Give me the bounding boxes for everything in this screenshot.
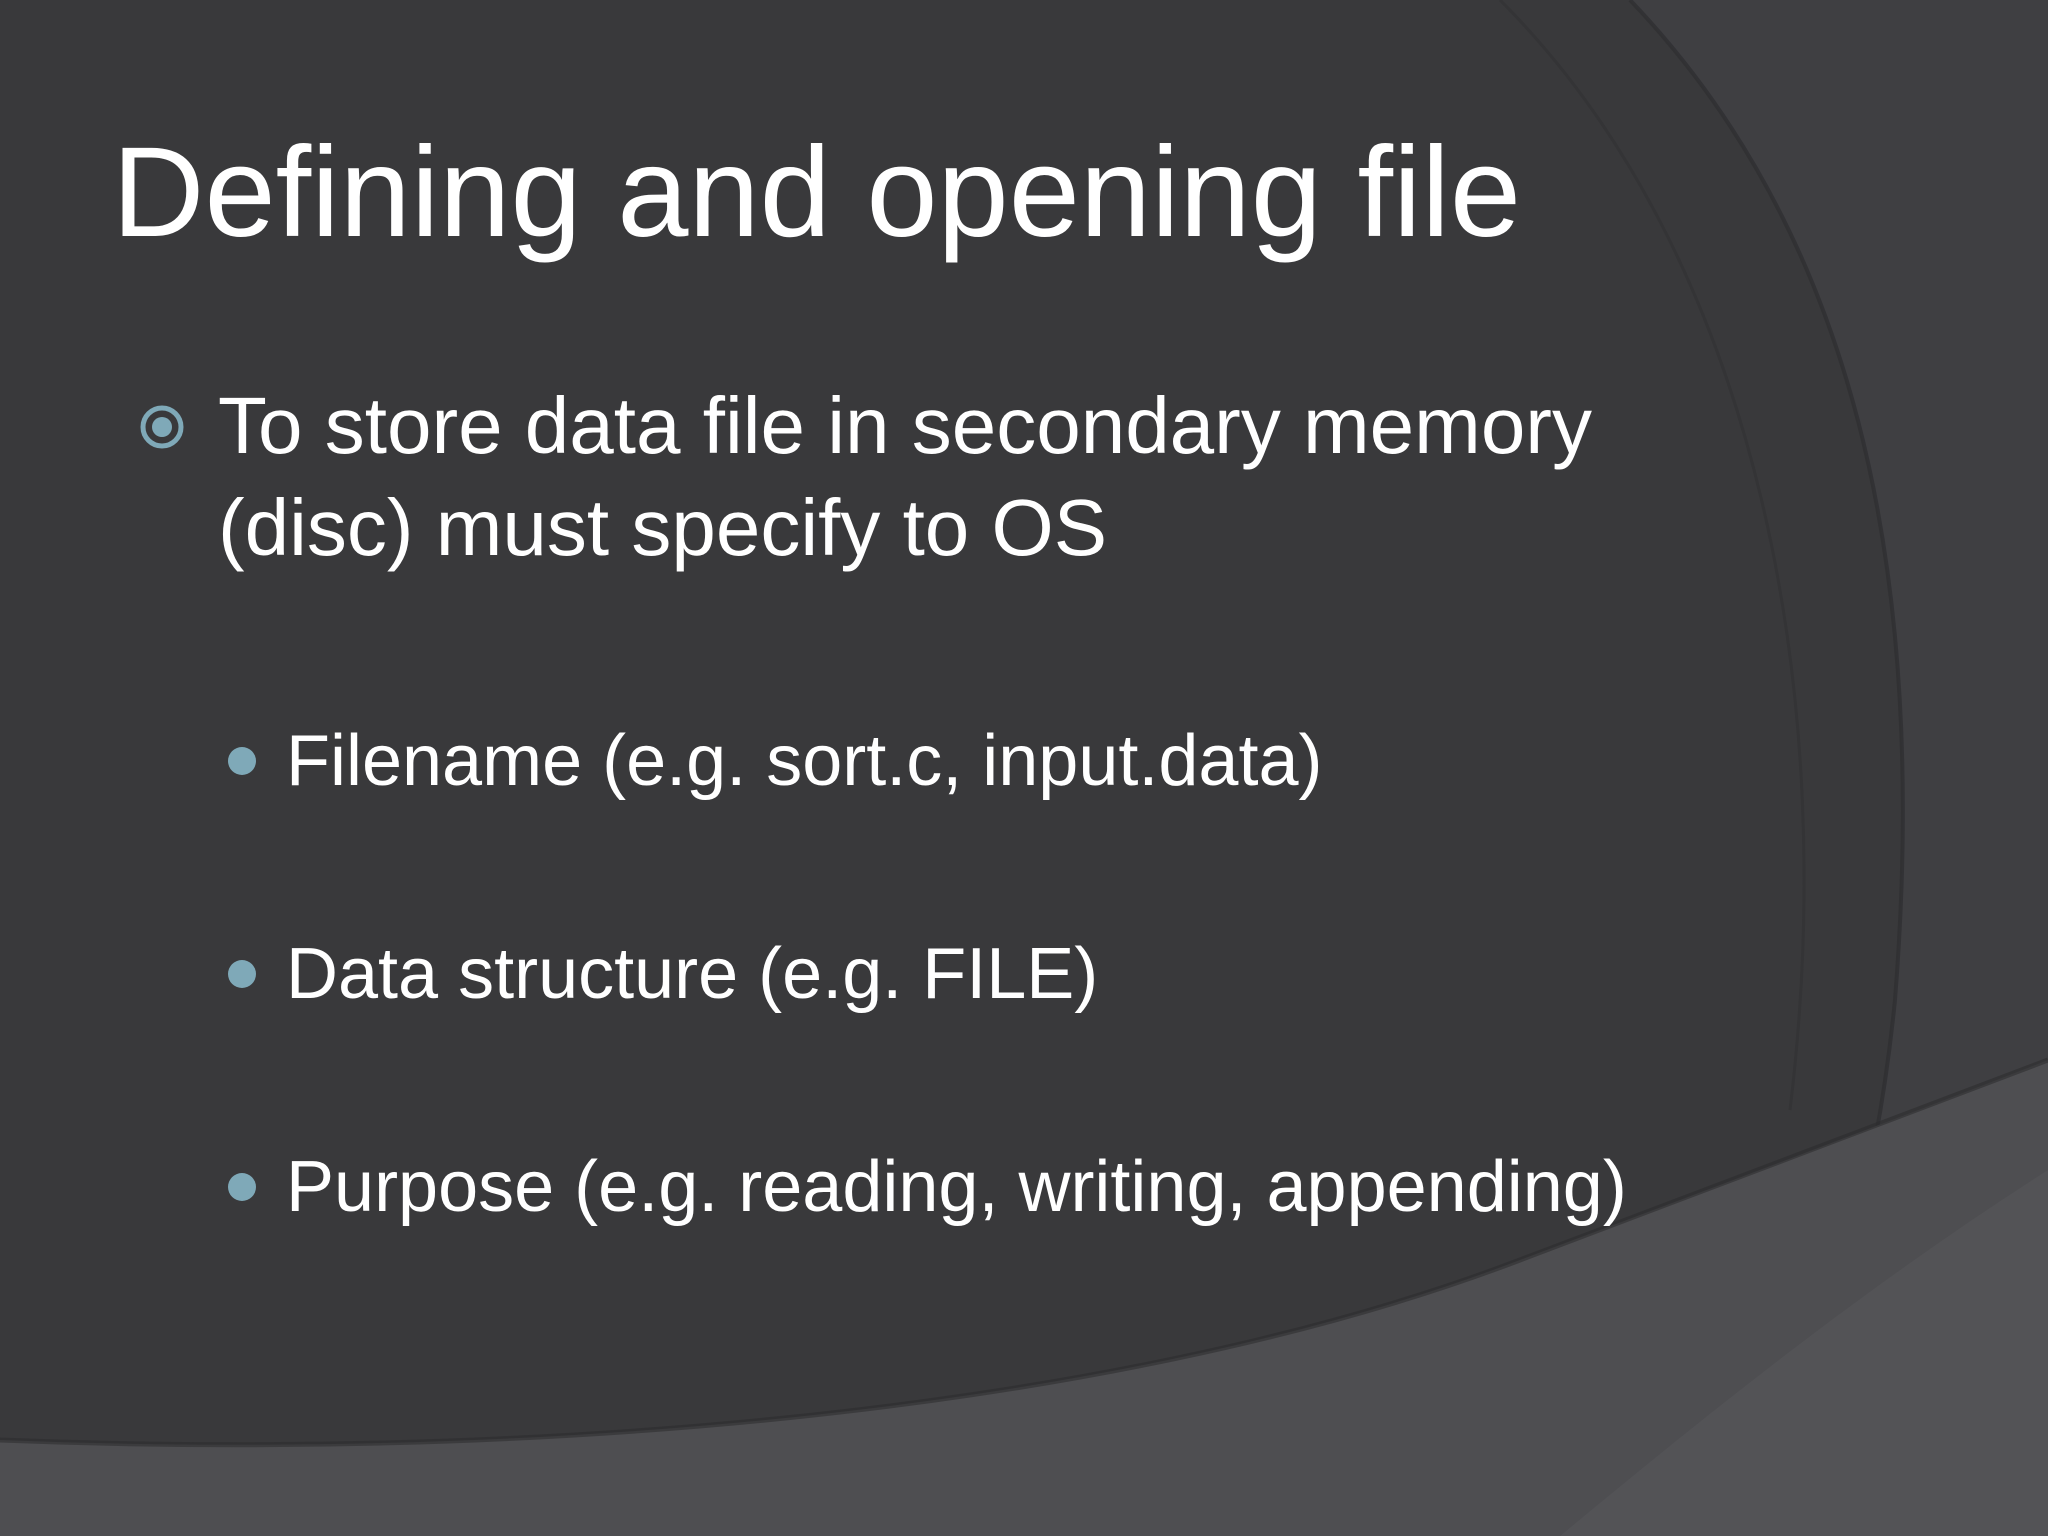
background-band-bottom [0, 1060, 2048, 1536]
background-band-shadow [0, 1057, 2048, 1448]
sub-bullet-filename: Filename (e.g. sort.c, input.data) [286, 721, 1323, 801]
dot-bullet-icon [228, 747, 256, 775]
background-arc-line-inner [1498, 0, 1806, 1111]
background-band-bottom-right [1560, 1170, 2048, 1536]
circled-dot-bullet-icon [140, 405, 184, 449]
sub-bullet-data-structure: Data structure (e.g. FILE) [286, 934, 1099, 1014]
dot-bullet-icon [228, 960, 256, 988]
dot-bullet-icon [228, 1173, 256, 1201]
sub-bullet-purpose: Purpose (e.g. reading, writing, appendin… [286, 1147, 1627, 1227]
bullet-main-text: To store data file in secondary memory (… [218, 381, 1592, 572]
slide-title: Defining and opening file [112, 121, 1522, 264]
